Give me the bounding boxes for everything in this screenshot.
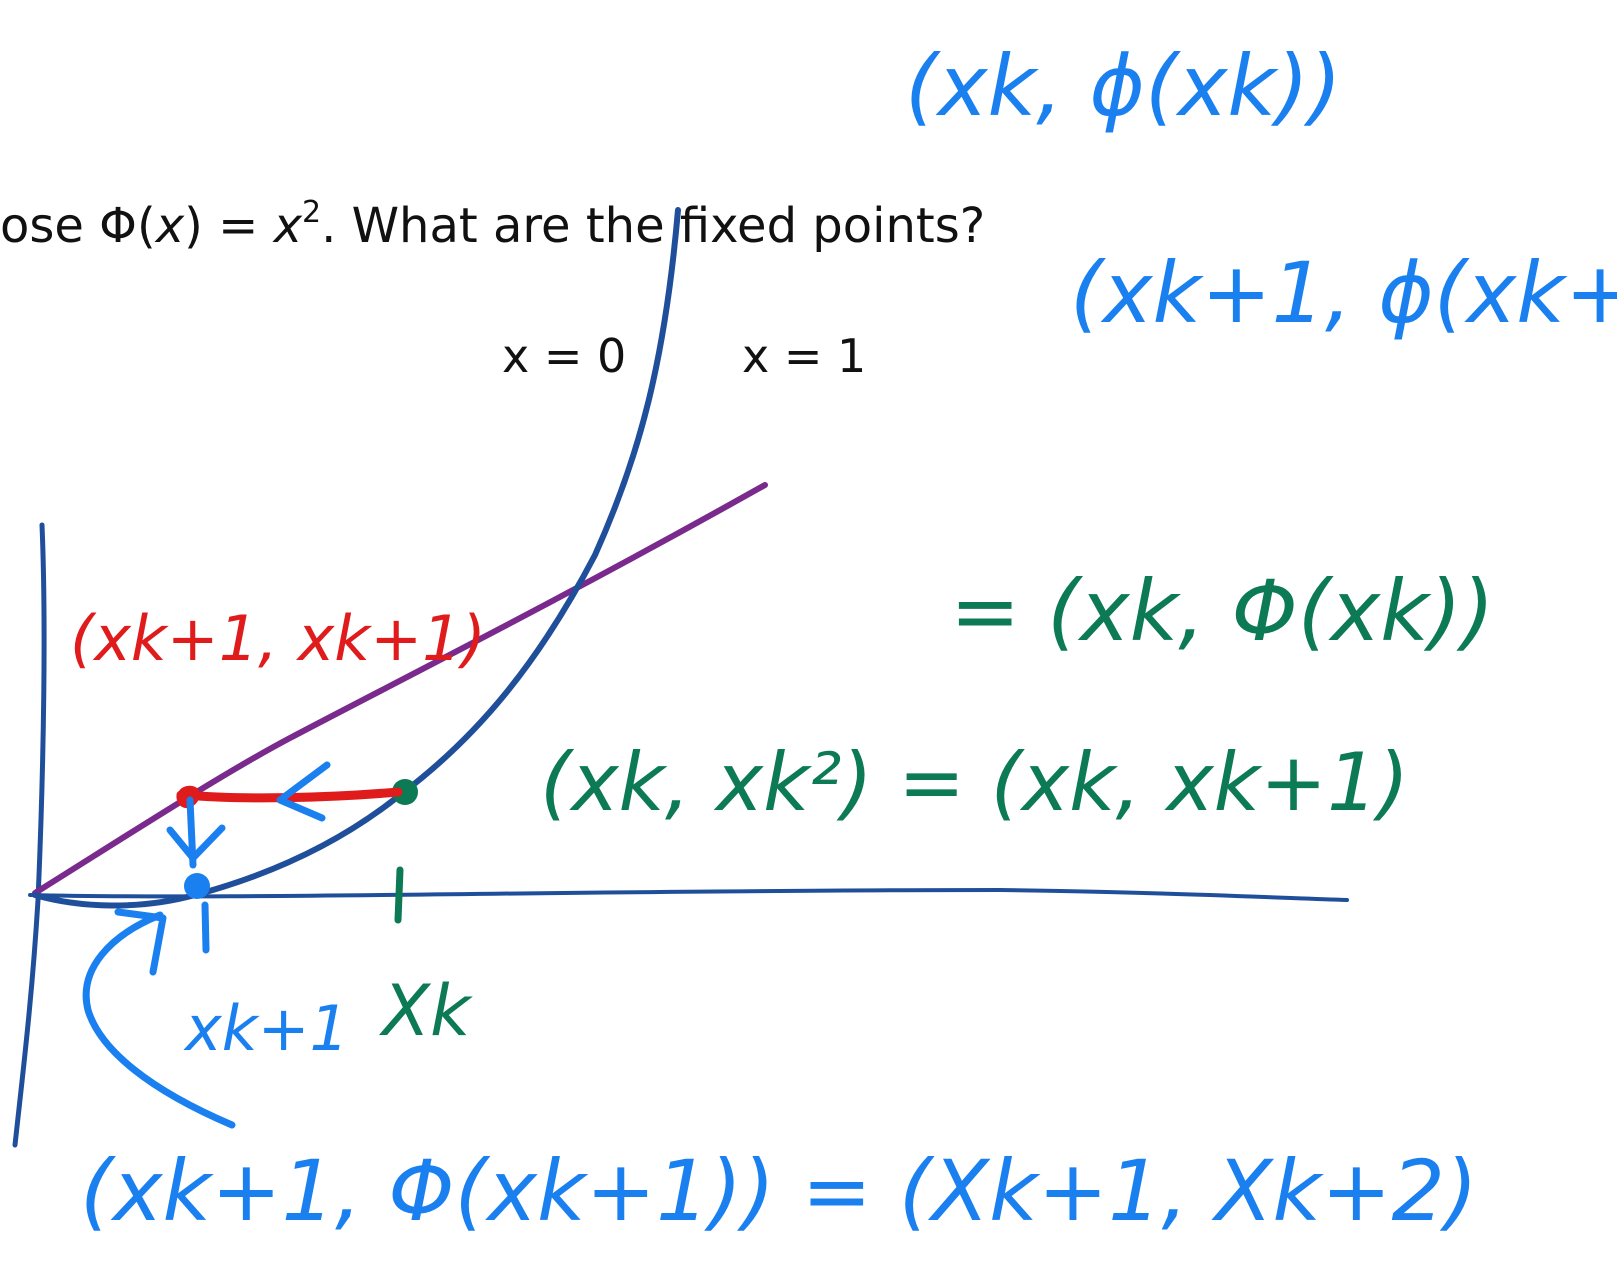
- point-xk-on-curve: [392, 779, 418, 805]
- diagonal-line: [32, 482, 768, 896]
- label-xk1: xk+1: [183, 992, 349, 1065]
- fixed-point-zero: x = 0: [502, 329, 626, 383]
- x-axis: [28, 888, 1349, 902]
- annotation-green-eq-1: = (xk, Φ(xk)): [950, 562, 1494, 660]
- parabola-curve: [32, 207, 681, 909]
- fixed-point-one: x = 1: [742, 329, 866, 383]
- question-text: ose Φ(x) = x2. What are the fixed points…: [0, 195, 985, 254]
- blue-pointer-arrow: [82, 911, 236, 1129]
- y-axis: [12, 522, 47, 1148]
- annotation-red-point: (xk+1, xk+1): [70, 602, 486, 675]
- tick-xk: [394, 866, 404, 924]
- point-xk1-on-curve: [184, 873, 210, 899]
- annotation-top-right-2: (xk+1, ϕ(xk+1)): [1070, 244, 1617, 342]
- red-point-on-diagonal: [176, 785, 200, 808]
- tick-xk1: [201, 901, 210, 954]
- blue-down-arrowhead: [166, 824, 226, 862]
- annotation-top-right-1: (xk, ϕ(xk)): [905, 37, 1342, 135]
- annotation-bottom-eq: (xk+1, Φ(xk+1)) = (Xk+1, Xk+2): [80, 1142, 1478, 1240]
- label-xk: Xk: [378, 970, 473, 1052]
- annotation-green-eq-2: (xk, xk²) = (xk, xk+1): [540, 736, 1409, 829]
- blue-pointer-arrowhead: [114, 908, 167, 976]
- blue-left-arrowhead: [276, 761, 331, 822]
